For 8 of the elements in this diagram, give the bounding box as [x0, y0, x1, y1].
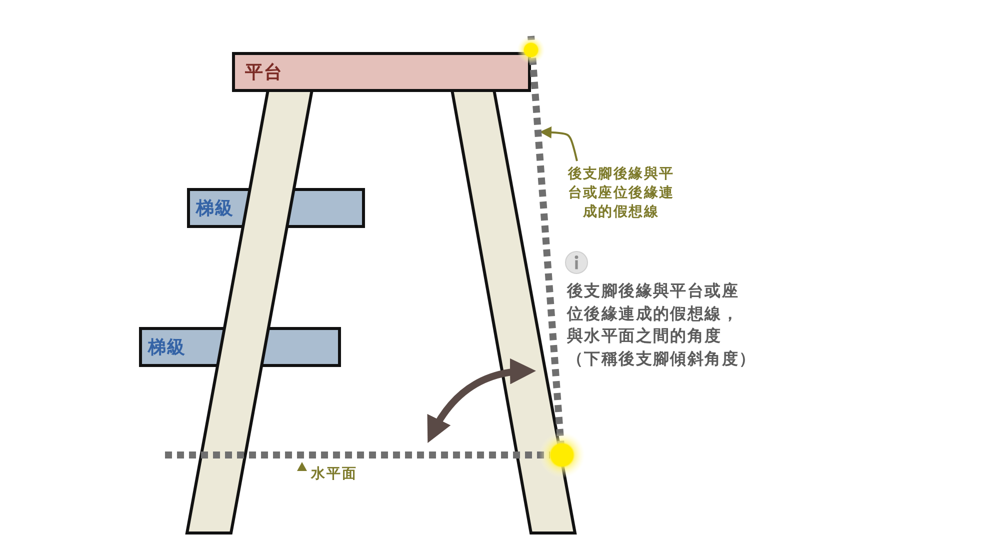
annotation-text: 後支腳後緣與平台或座位後緣連成的假想線	[567, 165, 675, 222]
note-text: 後支腳後緣與平台或座位後緣連成的假想線，與水平面之間的角度（下稱後支腳傾斜角度）	[567, 280, 758, 370]
platform-label: 平台	[245, 61, 283, 84]
step-label: 梯級	[196, 197, 234, 220]
horizontal-plane-label: 水平面	[311, 465, 358, 483]
step-label: 梯級	[148, 336, 186, 359]
platform-block	[232, 52, 531, 92]
leader-arrow	[540, 126, 578, 162]
